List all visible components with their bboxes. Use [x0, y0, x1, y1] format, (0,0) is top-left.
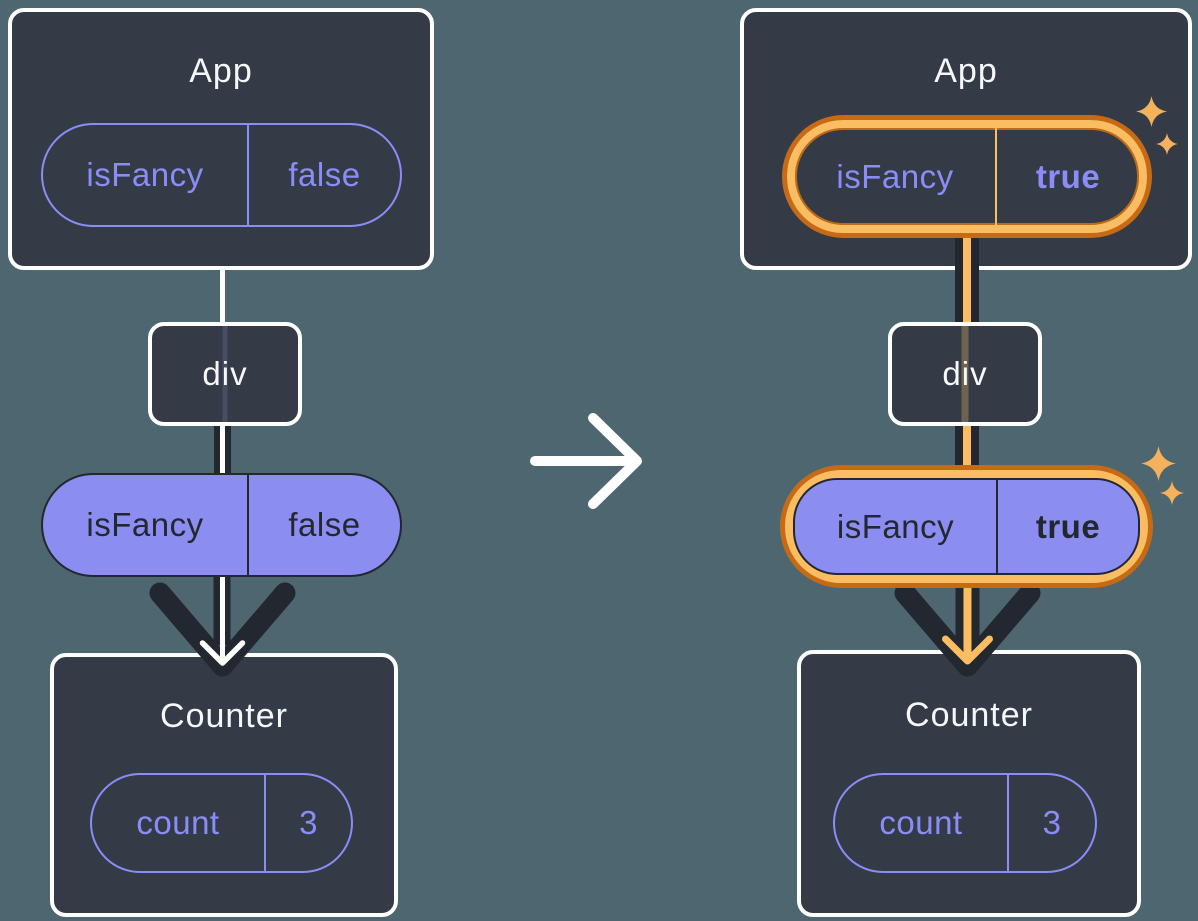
before-app-title: App [189, 52, 253, 90]
sparkle-icon [1156, 133, 1178, 155]
after-app-div-connector [955, 234, 979, 322]
after-counter-box: Counter count 3 [797, 650, 1141, 917]
after-app-prop-pill-highlighted: isFancy true [782, 115, 1152, 238]
prop-value: false [288, 506, 361, 543]
before-app-prop-pill: isFancy false [41, 123, 402, 227]
sparkle-icon [1136, 96, 1167, 127]
after-counter-title: Counter [905, 696, 1033, 734]
after-app-title: App [934, 52, 998, 90]
before-counter-title: Counter [160, 697, 288, 735]
before-div-ghost-line [222, 326, 228, 422]
connector-core [963, 426, 971, 474]
prop-value: true [1035, 507, 1101, 545]
after-passed-prop-pill-highlighted: isFancy true [780, 465, 1153, 588]
after-div-ghost-line [961, 326, 969, 422]
before-div-label: div [202, 355, 248, 392]
state-name: count [92, 775, 266, 871]
after-prop-flow-arrow-icon [894, 577, 1041, 677]
transition-arrow-icon [530, 413, 642, 509]
connector-core [963, 234, 971, 322]
before-div-box: div [148, 322, 302, 426]
after-counter-state-pill: count 3 [833, 773, 1097, 873]
before-prop-flow-arrow-icon [149, 577, 296, 677]
sparkle-icon [1141, 446, 1176, 481]
state-name: count [835, 775, 1009, 871]
after-div-label: div [942, 355, 988, 392]
after-div-box: div [888, 322, 1042, 426]
prop-value: false [288, 156, 361, 193]
connector-core [219, 426, 225, 474]
sparkle-icon [1160, 481, 1184, 505]
before-counter-box: Counter count 3 [50, 653, 398, 917]
state-value: 3 [1042, 804, 1062, 841]
prop-name: isFancy [43, 125, 249, 225]
prop-value: true [1035, 157, 1101, 195]
prop-name: isFancy [795, 128, 997, 225]
before-app-div-connector [219, 266, 225, 324]
prop-name: isFancy [43, 475, 249, 575]
before-div-pill-connector [213, 426, 231, 474]
before-passed-prop-pill: isFancy false [41, 473, 402, 577]
before-counter-state-pill: count 3 [90, 773, 353, 873]
state-value: 3 [299, 804, 318, 841]
prop-name: isFancy [795, 480, 998, 573]
before-app-box: App isFancy false [8, 8, 434, 270]
